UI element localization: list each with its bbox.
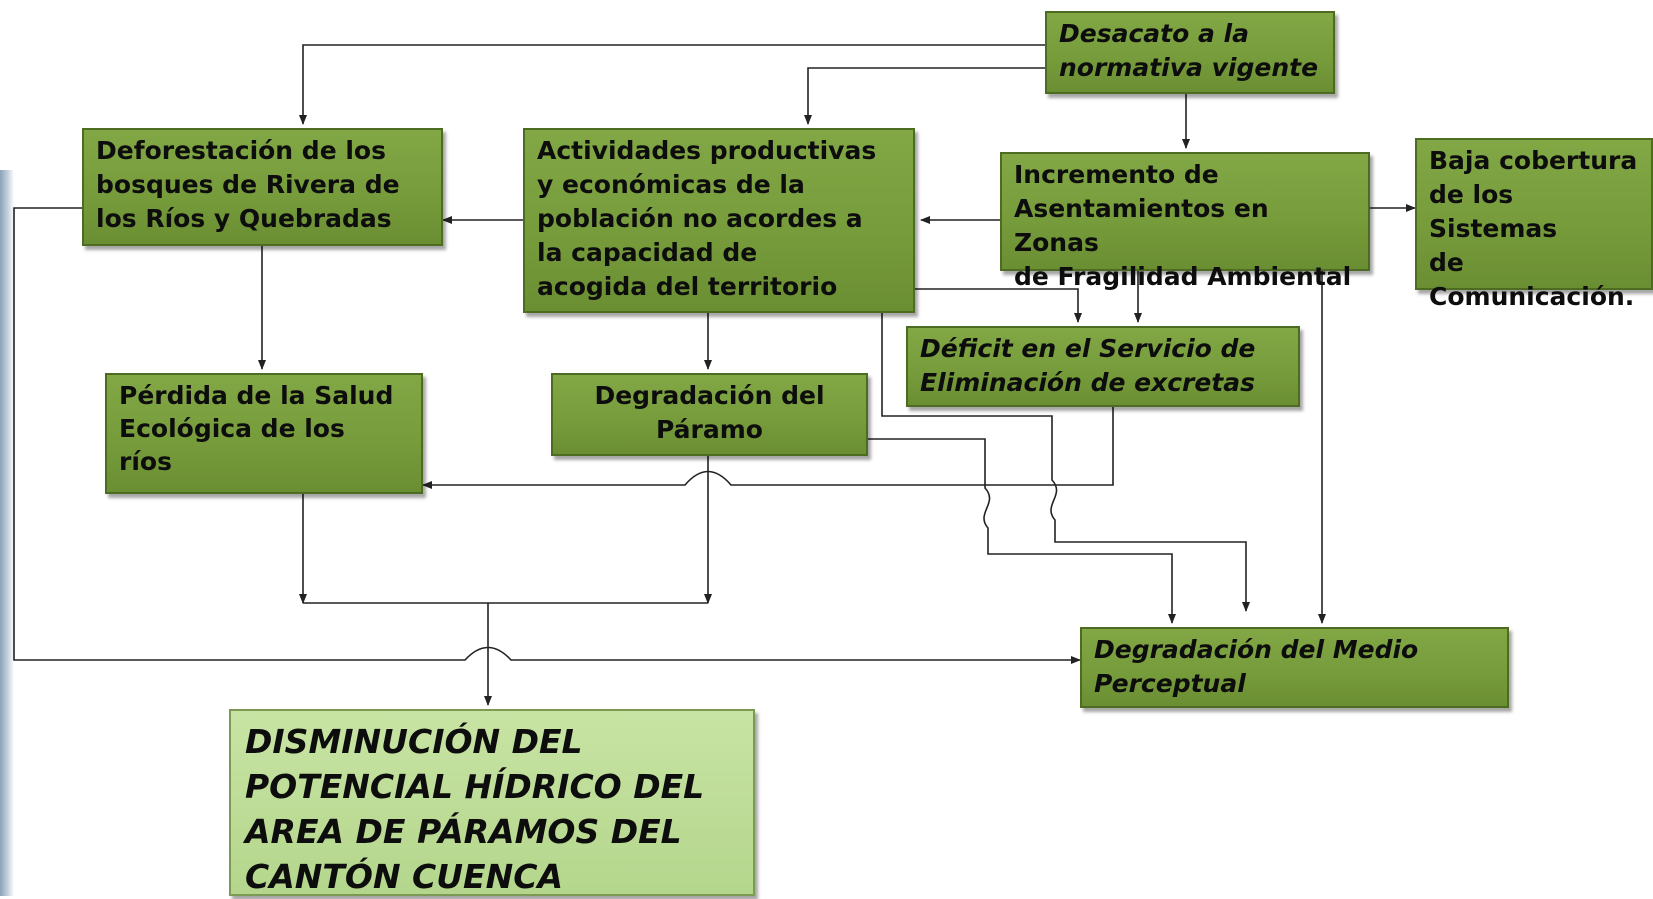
node-perdida-salud: Pérdida de la Salud Ecológica de los río… xyxy=(105,373,423,494)
node-deforestacion: Deforestación de los bosques de Rivera d… xyxy=(82,128,443,246)
edge-actividades-medio xyxy=(881,313,1250,612)
background-photo-strip xyxy=(0,170,14,896)
edge-paramo-medio xyxy=(868,438,1176,624)
node-actividades: Actividades productivas y económicas de … xyxy=(523,128,915,313)
node-degradacion-paramo: Degradación del Páramo xyxy=(551,373,868,456)
edge-actividades-deficit xyxy=(915,288,1082,323)
edge-desacato-actividades xyxy=(804,67,1045,125)
node-desacato: Desacato a la normativa vigente xyxy=(1045,11,1335,94)
node-baja-cobertura: Baja cobertura de los Sistemas de Comuni… xyxy=(1415,138,1653,311)
node-disminucion: DISMINUCIÓN DEL POTENCIAL HÍDRICO DEL AR… xyxy=(229,709,755,896)
node-deficit: Déficit en el Servicio de Eliminación de… xyxy=(906,326,1300,407)
node-incremento: Incremento de Asentamientos en Zonas de … xyxy=(1000,152,1370,291)
node-degradacion-medio: Degradación del Medio Perceptual xyxy=(1080,627,1509,708)
edge-desacato-deforestacion xyxy=(299,44,1045,125)
edge-deforestacion-medio xyxy=(13,207,1081,664)
edge-deficit-perdida xyxy=(422,407,1114,489)
